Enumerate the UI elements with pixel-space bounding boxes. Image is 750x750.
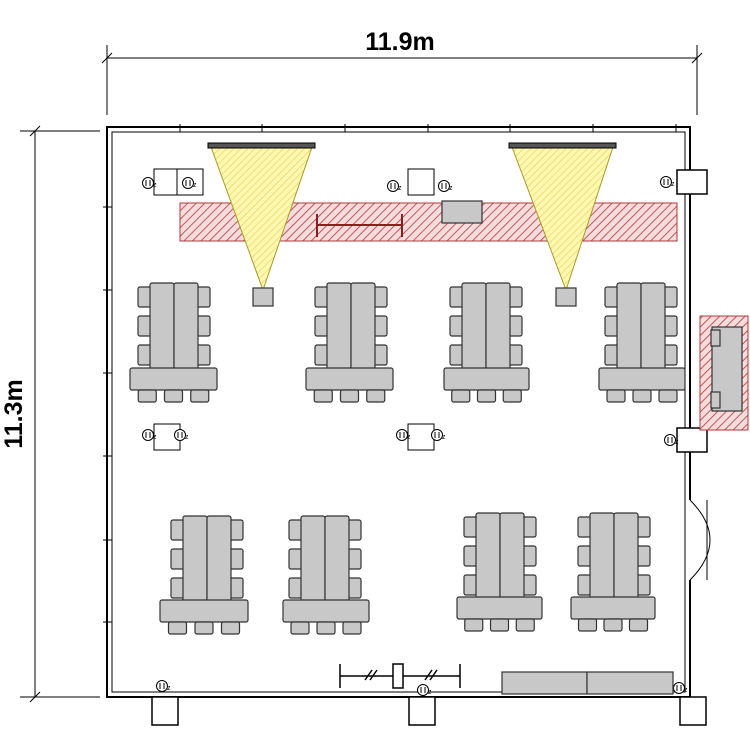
table <box>613 512 639 600</box>
barrier-bottom <box>339 663 461 689</box>
chair <box>163 389 184 403</box>
door <box>686 499 711 581</box>
chair <box>476 389 497 403</box>
table <box>499 512 525 600</box>
table <box>485 282 511 370</box>
table <box>589 512 615 600</box>
table <box>461 282 487 370</box>
chair <box>515 618 535 632</box>
chair <box>339 389 360 403</box>
table <box>182 515 208 603</box>
table <box>282 599 370 623</box>
chair <box>313 389 333 403</box>
table <box>159 599 249 623</box>
table <box>443 367 530 391</box>
barrier-top <box>316 214 403 237</box>
chair <box>606 389 626 403</box>
table <box>300 515 326 603</box>
chair <box>290 621 310 635</box>
table <box>640 282 666 370</box>
chair <box>632 389 652 403</box>
table <box>475 512 501 600</box>
projector-icon <box>252 287 274 307</box>
table <box>570 596 656 620</box>
table <box>173 282 199 370</box>
projection-cone-left <box>207 142 316 307</box>
table <box>598 367 686 391</box>
outlet-group <box>142 168 689 697</box>
counter-bottom <box>501 671 674 695</box>
chair <box>342 621 362 635</box>
width-dimension: 11.9m <box>101 28 703 115</box>
chair <box>190 389 210 403</box>
chair <box>366 389 386 403</box>
width-label: 11.9m <box>365 28 435 56</box>
table <box>326 282 352 370</box>
chair <box>577 618 598 632</box>
chair <box>137 389 157 403</box>
chair <box>658 389 678 403</box>
chair <box>451 389 471 403</box>
room-walls <box>103 124 708 726</box>
podium <box>441 200 483 224</box>
chair <box>464 618 484 632</box>
chair <box>502 389 522 403</box>
height-dimension: 11.3m <box>0 125 100 703</box>
table <box>616 282 642 370</box>
table <box>350 282 376 370</box>
table <box>456 596 543 620</box>
table <box>149 282 175 370</box>
height-label: 11.3m <box>0 379 28 449</box>
chair <box>220 621 241 635</box>
chair <box>167 621 188 635</box>
projector-icon <box>555 287 577 307</box>
chair <box>603 618 623 632</box>
table <box>305 367 394 391</box>
table <box>129 367 218 391</box>
chair <box>316 621 336 635</box>
chair <box>194 621 214 635</box>
table <box>206 515 232 603</box>
chair <box>628 618 649 632</box>
projection-cone-right <box>508 142 617 307</box>
chair <box>489 618 510 632</box>
table <box>324 515 350 603</box>
table-groups <box>129 282 686 635</box>
